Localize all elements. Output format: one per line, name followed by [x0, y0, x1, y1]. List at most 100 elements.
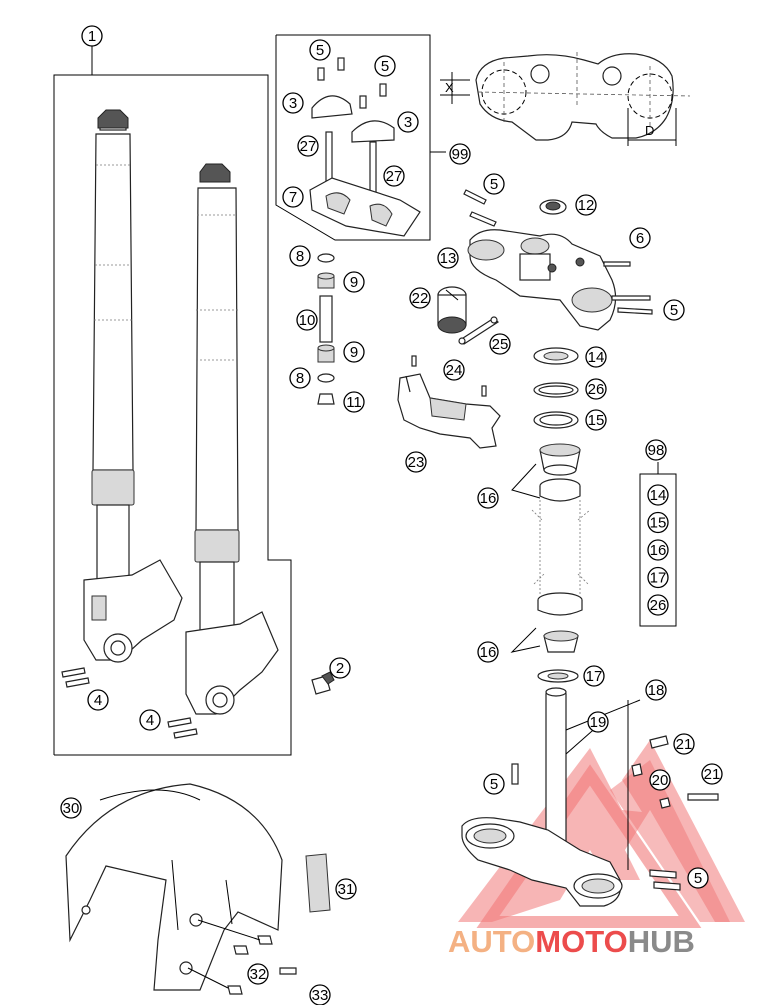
upper-clamp-bolts	[463, 189, 653, 315]
callout-label: 17	[586, 668, 603, 685]
seal-ring-14	[533, 347, 579, 365]
callout-circle	[87, 689, 109, 711]
lower-triple-clamp	[461, 687, 719, 907]
ring-15	[533, 411, 579, 429]
callout-label: 98	[648, 442, 665, 459]
callout-label: 19	[590, 714, 607, 731]
callout-label: 5	[316, 42, 324, 59]
callout-circle	[343, 341, 365, 363]
callout-c31: 31	[335, 878, 357, 900]
callout-circle	[335, 878, 357, 900]
callout-circle	[645, 679, 667, 701]
seal-17	[537, 669, 579, 683]
callout-circle	[374, 55, 396, 77]
callout-c6: 6	[629, 227, 651, 249]
kit-98-item: 17	[647, 566, 669, 589]
callout-c7: 7	[282, 186, 304, 208]
callout-label: 15	[588, 412, 605, 429]
kit-98-item-circle	[647, 566, 669, 589]
callout-c16a: 16	[477, 487, 499, 509]
callout-circle	[297, 135, 319, 157]
callout-circle	[585, 346, 607, 368]
handlebar-clamp-kit-box	[275, 34, 446, 241]
callout-c32: 32	[247, 963, 269, 985]
fork-leg-right	[185, 163, 279, 715]
kit-98-item: 16	[647, 539, 669, 561]
dimension-x-label: X	[445, 80, 454, 95]
callout-circle	[701, 763, 723, 785]
callout-c5d: 5	[663, 299, 685, 321]
watermark-auto: AUTO	[448, 924, 535, 959]
callout-label: 26	[588, 381, 605, 398]
callout-circle	[289, 367, 311, 389]
callout-c9b: 9	[343, 341, 365, 363]
fender-fasteners-32-33	[187, 919, 297, 995]
callout-c5a: 5	[309, 39, 331, 61]
reflector-31	[305, 853, 331, 913]
bracket-16-lines	[510, 463, 541, 653]
callout-c33: 33	[309, 984, 331, 1005]
callout-circle	[247, 963, 269, 985]
kit-98-item-circle	[647, 511, 669, 534]
kit-98-item: 26	[647, 594, 669, 616]
callout-circle	[673, 733, 695, 755]
dimension-d-label: D	[645, 123, 654, 138]
callout-label: 2	[336, 660, 344, 677]
spacer-parts-8-11	[317, 253, 335, 405]
callout-c8b: 8	[289, 367, 311, 389]
callout-label: 14	[588, 349, 605, 366]
callout-label: 8	[296, 248, 304, 265]
callout-label: 7	[289, 189, 297, 206]
callout-label: 10	[299, 312, 316, 329]
bolts-4-left	[61, 667, 90, 688]
callout-circle	[477, 641, 499, 663]
callout-label: 30	[63, 800, 80, 817]
callout-c4b: 4	[139, 709, 161, 731]
callout-label: 8	[296, 370, 304, 387]
fork-assembly-frame	[53, 46, 292, 756]
callout-c18: 18	[645, 679, 667, 701]
callout-c12: 12	[575, 194, 597, 216]
callout-label: 3	[289, 95, 297, 112]
callout-c17: 17	[583, 665, 605, 687]
callout-circle	[443, 359, 465, 381]
part-2-valve	[311, 671, 335, 695]
callout-c10: 10	[296, 309, 318, 331]
callout-label: 1	[88, 28, 96, 45]
callout-label: 5	[381, 58, 389, 75]
callout-circle	[282, 92, 304, 114]
callout-label: 9	[350, 344, 358, 361]
callout-c5b: 5	[374, 55, 396, 77]
callout-label: 22	[412, 290, 429, 307]
callout-c23: 23	[405, 451, 427, 473]
callout-label: 13	[440, 250, 457, 267]
kit-98-item-label: 15	[650, 515, 667, 532]
callout-c98: 98	[645, 439, 667, 461]
callout-circle	[329, 657, 351, 679]
mount-bracket-23	[397, 355, 501, 449]
callout-circle	[483, 173, 505, 195]
callout-circle	[649, 769, 671, 791]
callout-c5c: 5	[483, 173, 505, 195]
callout-label: 99	[452, 146, 469, 163]
callout-label: 5	[490, 176, 498, 193]
callout-circle	[289, 245, 311, 267]
callout-circle	[687, 867, 709, 889]
callout-circle	[449, 143, 471, 165]
callout-label: 5	[490, 776, 498, 793]
callout-circle	[309, 984, 331, 1005]
callout-label: 18	[648, 682, 665, 699]
callout-c13: 13	[437, 247, 459, 269]
callout-label: 16	[480, 490, 497, 507]
callout-label: 6	[636, 230, 644, 247]
kit-98-item-circle	[647, 539, 669, 561]
callout-circle	[81, 25, 103, 47]
callout-label: 31	[338, 881, 355, 898]
callout-c27a: 27	[297, 135, 319, 157]
callout-circle	[575, 194, 597, 216]
callout-c3b: 3	[397, 111, 419, 133]
callout-label: 12	[578, 197, 595, 214]
callout-circle	[437, 247, 459, 269]
kit-98-item-label: 17	[650, 570, 667, 587]
